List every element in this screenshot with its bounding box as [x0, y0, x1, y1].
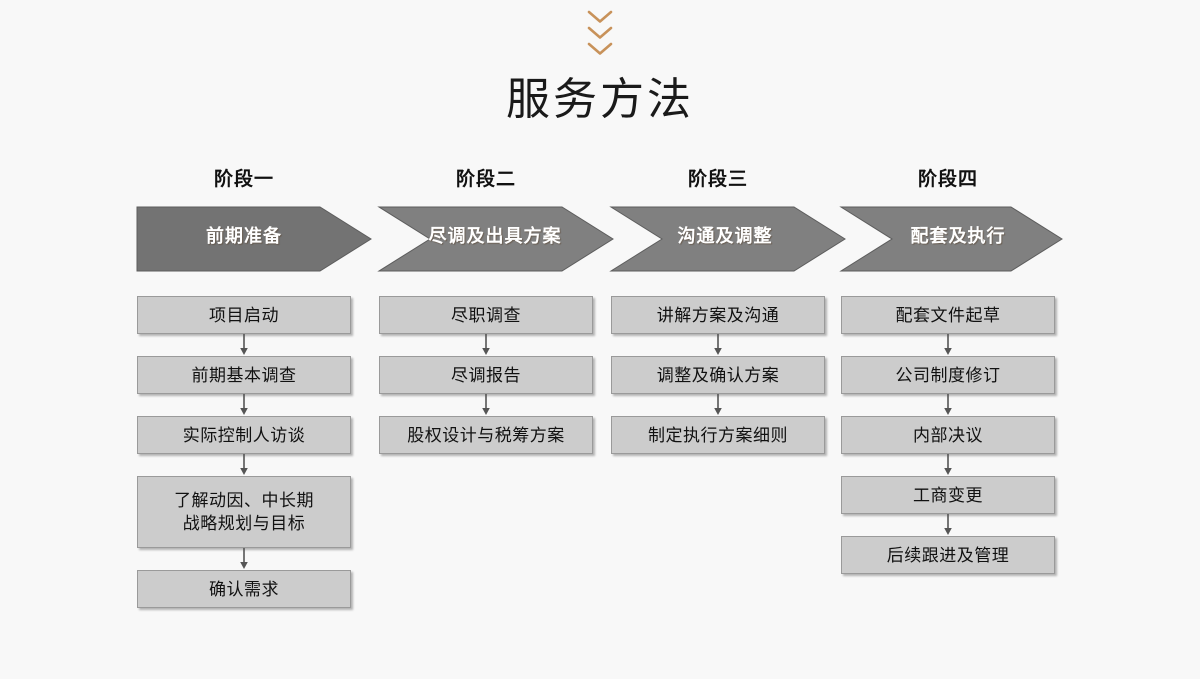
step-box[interactable]: 尽职调查: [379, 296, 593, 334]
phase-label-3: 阶段三: [687, 169, 748, 190]
step-box[interactable]: 项目启动: [137, 296, 351, 334]
connector-arrow-icon: [137, 548, 351, 570]
phase-arrow-3[interactable]: [609, 206, 846, 272]
connector-arrow-icon: [379, 394, 593, 416]
header-chevron-group: [0, 10, 1200, 56]
phase-arrow-4[interactable]: [839, 206, 1063, 272]
step-box[interactable]: 公司制度修订: [841, 356, 1055, 394]
phase-arrow-band: [136, 206, 1063, 272]
phase-column-4: 配套文件起草 公司制度修订 内部决议 工商变更 后续跟进及管理: [841, 296, 1055, 574]
chevron-down-icon: [587, 26, 613, 40]
step-box[interactable]: 讲解方案及沟通: [611, 296, 825, 334]
connector-arrow-icon: [841, 334, 1055, 356]
connector-arrow-icon: [137, 334, 351, 356]
step-box[interactable]: 了解动因、中长期 战略规划与目标: [137, 476, 351, 548]
phase-label-2: 阶段二: [455, 169, 516, 190]
chevron-down-icon: [587, 10, 613, 24]
step-box[interactable]: 股权设计与税筹方案: [379, 416, 593, 454]
phase-column-3: 讲解方案及沟通 调整及确认方案 制定执行方案细则: [611, 296, 825, 454]
phase-column-1: 项目启动 前期基本调查 实际控制人访谈 了解动因、中长期 战略规划与目标 确认需…: [137, 296, 351, 608]
step-box[interactable]: 后续跟进及管理: [841, 536, 1055, 574]
chevron-down-icon: [587, 42, 613, 56]
connector-arrow-icon: [841, 394, 1055, 416]
connector-arrow-icon: [841, 514, 1055, 536]
connector-arrow-icon: [611, 394, 825, 416]
connector-arrow-icon: [611, 334, 825, 356]
step-box[interactable]: 前期基本调查: [137, 356, 351, 394]
phase-arrow-2[interactable]: [377, 206, 614, 272]
step-box[interactable]: 确认需求: [137, 570, 351, 608]
connector-arrow-icon: [137, 454, 351, 476]
step-box[interactable]: 实际控制人访谈: [137, 416, 351, 454]
step-box[interactable]: 配套文件起草: [841, 296, 1055, 334]
phase-label-4: 阶段四: [917, 169, 978, 190]
step-box[interactable]: 尽调报告: [379, 356, 593, 394]
step-box[interactable]: 内部决议: [841, 416, 1055, 454]
phase-column-2: 尽职调查 尽调报告 股权设计与税筹方案: [379, 296, 593, 454]
step-box[interactable]: 调整及确认方案: [611, 356, 825, 394]
step-box[interactable]: 工商变更: [841, 476, 1055, 514]
phase-label-1: 阶段一: [213, 169, 274, 190]
connector-arrow-icon: [841, 454, 1055, 476]
page-title: 服务方法: [506, 74, 694, 125]
connector-arrow-icon: [137, 394, 351, 416]
step-box[interactable]: 制定执行方案细则: [611, 416, 825, 454]
connector-arrow-icon: [379, 334, 593, 356]
phase-arrow-1[interactable]: [136, 206, 372, 272]
